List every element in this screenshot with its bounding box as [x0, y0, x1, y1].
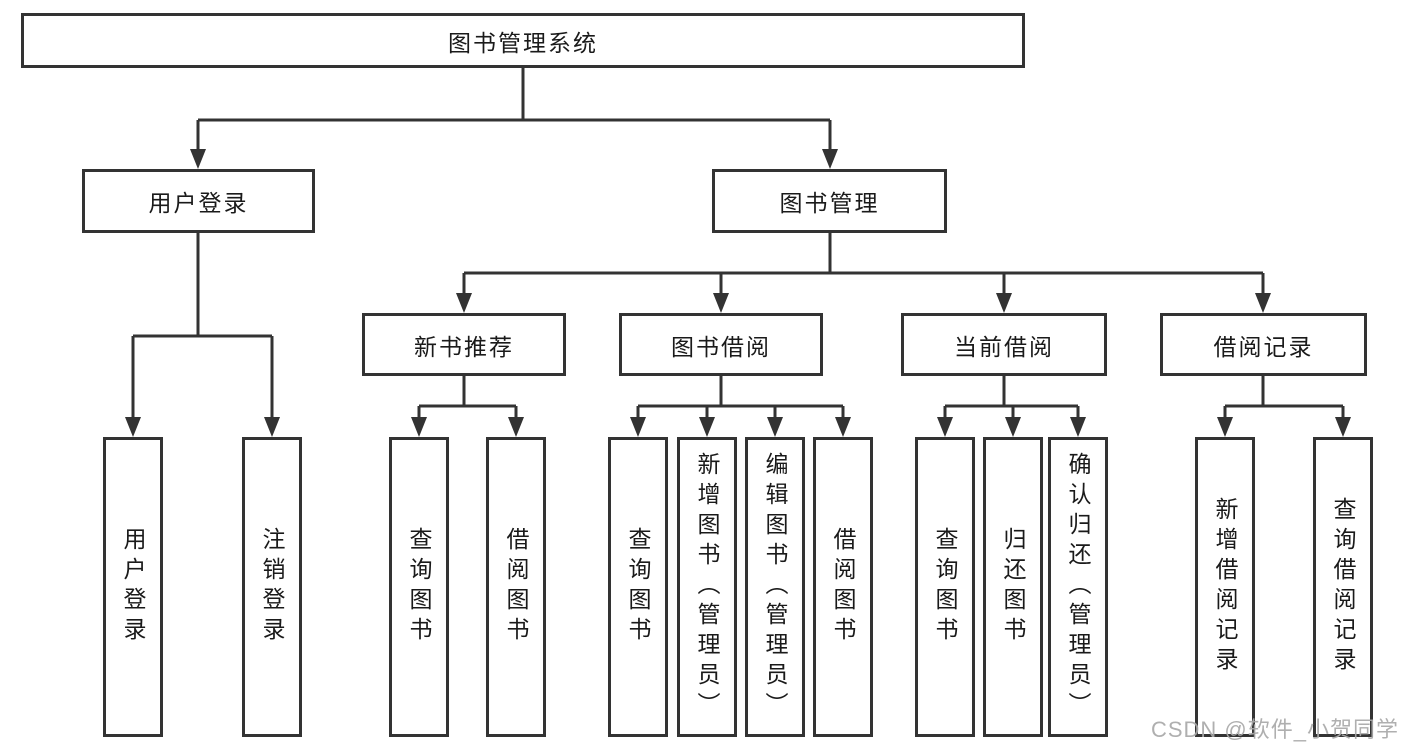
- leaf-query-book: 查询图书: [915, 437, 975, 737]
- leaf-borrow-book: 借阅图书: [813, 437, 873, 737]
- node-book-borrow: 图书借阅: [619, 313, 823, 376]
- leaf-query-borrow-record: 查询借阅记录: [1313, 437, 1373, 737]
- leaf-add-borrow-record: 新增借阅记录: [1195, 437, 1255, 737]
- csdn-watermark: CSDN @软件_小贺同学: [1150, 717, 1399, 742]
- leaf-add-book-admin: 新增图书（管理员）: [677, 437, 737, 737]
- leaf-borrow-book: 借阅图书: [486, 437, 546, 737]
- node-book-management: 图书管理: [712, 169, 947, 233]
- leaf-query-book: 查询图书: [389, 437, 449, 737]
- leaf-confirm-return-admin: 确认归还（管理员）: [1048, 437, 1108, 737]
- leaf-query-book: 查询图书: [608, 437, 668, 737]
- node-user-login: 用户登录: [82, 169, 315, 233]
- leaf-return-book: 归还图书: [983, 437, 1043, 737]
- node-borrow-record: 借阅记录: [1160, 313, 1367, 376]
- leaf-edit-book-admin: 编辑图书（管理员）: [745, 437, 805, 737]
- leaf-logout: 注销登录: [242, 437, 302, 737]
- node-new-book-recommend: 新书推荐: [362, 313, 566, 376]
- leaf-user-login: 用户登录: [103, 437, 163, 737]
- node-root: 图书管理系统: [21, 13, 1025, 68]
- node-current-borrow: 当前借阅: [901, 313, 1107, 376]
